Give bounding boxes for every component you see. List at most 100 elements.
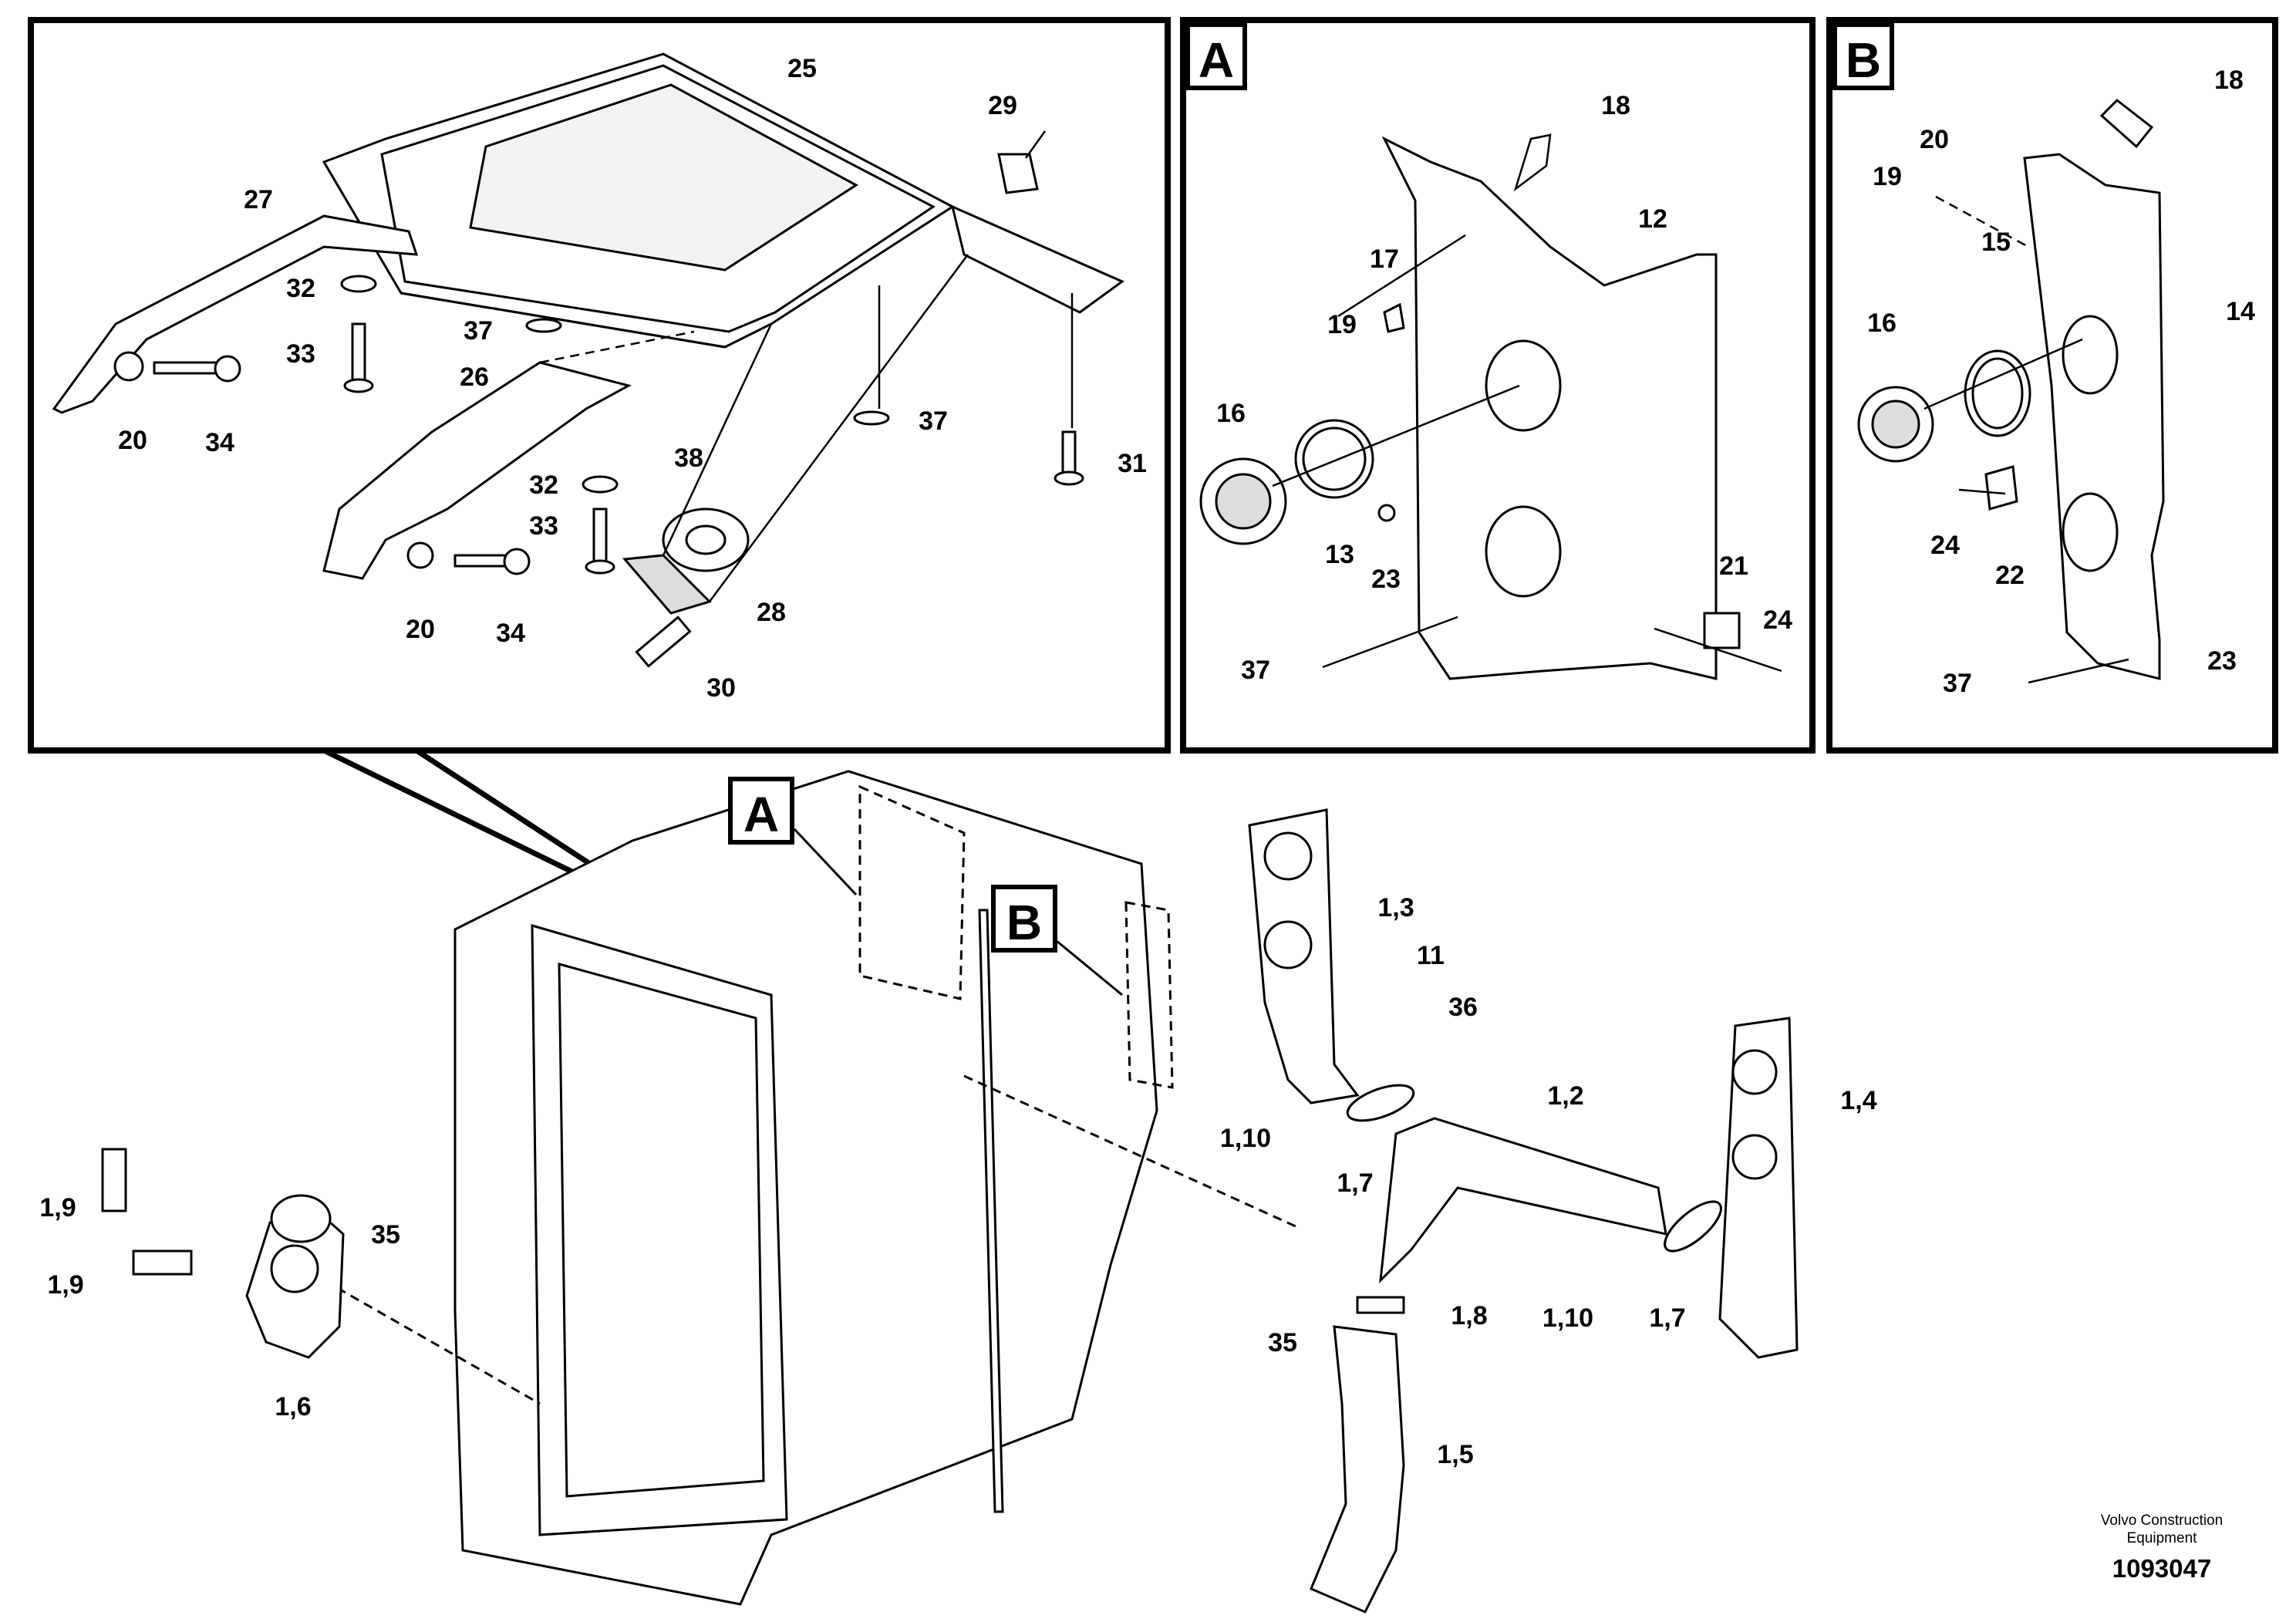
label-34b: 34 [496, 619, 525, 648]
cab-dashed-outlines [323, 784, 1296, 1405]
label-37a: 37 [464, 316, 493, 346]
pillar-trim-26 [322, 361, 632, 580]
panel-b [1826, 17, 2278, 754]
label-1-7a: 1,7 [1337, 1168, 1373, 1198]
label-31: 31 [1118, 449, 1147, 478]
panel-b-leader-lines [1923, 195, 2129, 684]
panel-a-drawing [1199, 136, 1741, 680]
roof-assembly-drawing [52, 52, 1124, 668]
company-name-line2: Equipment [2127, 1530, 2198, 1546]
cab-callout-leaders [793, 828, 1123, 996]
clip-29 [997, 153, 1039, 194]
label-b-18: 18 [2214, 66, 2244, 95]
cab-callout-b-box [991, 885, 1057, 953]
rivet-37a [525, 318, 562, 333]
cab-callout-a-box [728, 777, 794, 845]
cab-callout-b: B [1006, 895, 1042, 950]
label-a-13: 13 [1325, 540, 1354, 569]
label-1-4: 1,4 [1840, 1086, 1876, 1115]
roof-detail-panel [28, 17, 1171, 754]
pad-1-9a [101, 1148, 127, 1212]
label-32a: 32 [286, 274, 315, 303]
duct-1-2 [1379, 1117, 1667, 1284]
label-33b: 33 [529, 511, 558, 541]
label-1-10b: 1,10 [1542, 1303, 1593, 1333]
label-29: 29 [988, 91, 1017, 120]
seal-1-7b [1664, 1200, 1722, 1253]
label-1-3: 1,3 [1377, 893, 1414, 922]
label-1-9a: 1,9 [39, 1193, 76, 1222]
label-b-23: 23 [2207, 646, 2237, 676]
label-1-2: 1,2 [1547, 1081, 1583, 1111]
washer-32b [582, 475, 619, 494]
label-1-6: 1,6 [275, 1392, 311, 1421]
label-1-10a: 1,10 [1220, 1124, 1271, 1153]
panel-b-label-box [1832, 22, 1894, 90]
label-36: 36 [1448, 993, 1478, 1022]
label-a-18: 18 [1601, 91, 1630, 120]
label-20b: 20 [406, 615, 435, 644]
bolt-30 [635, 615, 692, 668]
roof-trim-strip [950, 204, 1124, 314]
label-b-20: 20 [1920, 125, 1949, 154]
label-1-7b: 1,7 [1649, 1303, 1685, 1333]
label-37b: 37 [919, 406, 948, 436]
screw-34a [153, 361, 225, 375]
clamp-1-8 [1356, 1296, 1405, 1314]
label-27: 27 [244, 185, 273, 214]
label-b-15: 15 [1981, 228, 2011, 257]
cab-callout-a: A [743, 787, 779, 842]
cab-frame [453, 770, 1158, 1606]
label-a-12: 12 [1638, 204, 1667, 234]
label-b-16: 16 [1867, 309, 1896, 338]
label-20a: 20 [118, 426, 147, 455]
label-1-9b: 1,9 [47, 1270, 83, 1300]
part-labels: 25 29 27 32 33 37 20 34 26 37 31 32 38 3… [39, 54, 2255, 1469]
bracket-18b [2099, 99, 2154, 149]
rivet-37b [853, 410, 890, 426]
label-a-17: 17 [1370, 244, 1399, 274]
pillar-trim-27 [52, 214, 419, 414]
ducts [101, 808, 1799, 1614]
label-b-24: 24 [1930, 531, 1960, 560]
label-38: 38 [674, 443, 703, 473]
seal-1-7a [1346, 1084, 1415, 1122]
label-a-16: 16 [1216, 399, 1246, 428]
label-25: 25 [787, 54, 817, 83]
label-a-23: 23 [1371, 565, 1401, 594]
washer-20b [406, 541, 434, 569]
panel-b-drawing [1857, 99, 2165, 680]
washer-20a [113, 351, 144, 382]
bolt-33a [351, 322, 366, 387]
bolt-33b [592, 508, 608, 568]
label-34a: 34 [205, 428, 234, 457]
label-35b: 35 [1268, 1328, 1297, 1357]
nut-23 [1377, 504, 1396, 522]
label-1-8: 1,8 [1451, 1301, 1487, 1330]
label-b-19: 19 [1873, 162, 1902, 191]
label-a-19: 19 [1327, 310, 1357, 339]
clip-17 [1383, 302, 1405, 333]
company-name-line1: Volvo Construction [2101, 1512, 2223, 1529]
washer-32a [340, 275, 377, 293]
label-35a: 35 [371, 1220, 400, 1249]
label-a-24: 24 [1763, 605, 1792, 635]
bracket-21 [1703, 612, 1741, 649]
label-11: 11 [1417, 941, 1445, 970]
label-b-14: 14 [2226, 297, 2255, 326]
cab-pillar [978, 909, 1004, 1513]
label-30: 30 [706, 673, 736, 703]
panel-a [1180, 17, 1816, 754]
panel-frames [28, 17, 2278, 754]
label-b-37: 37 [1943, 669, 1972, 698]
panel-a-label: A [1199, 32, 1234, 88]
label-a-37: 37 [1241, 656, 1270, 685]
duct-1-4 [1718, 1017, 1799, 1359]
roof-window [469, 83, 858, 271]
panel-a-leader-lines [1272, 133, 1782, 673]
label-b-22: 22 [1995, 561, 2025, 590]
footer: Volvo Construction Equipment 1093047 [2101, 1512, 2223, 1583]
panel-a-label-box [1185, 22, 1247, 90]
label-33a: 33 [286, 339, 315, 369]
